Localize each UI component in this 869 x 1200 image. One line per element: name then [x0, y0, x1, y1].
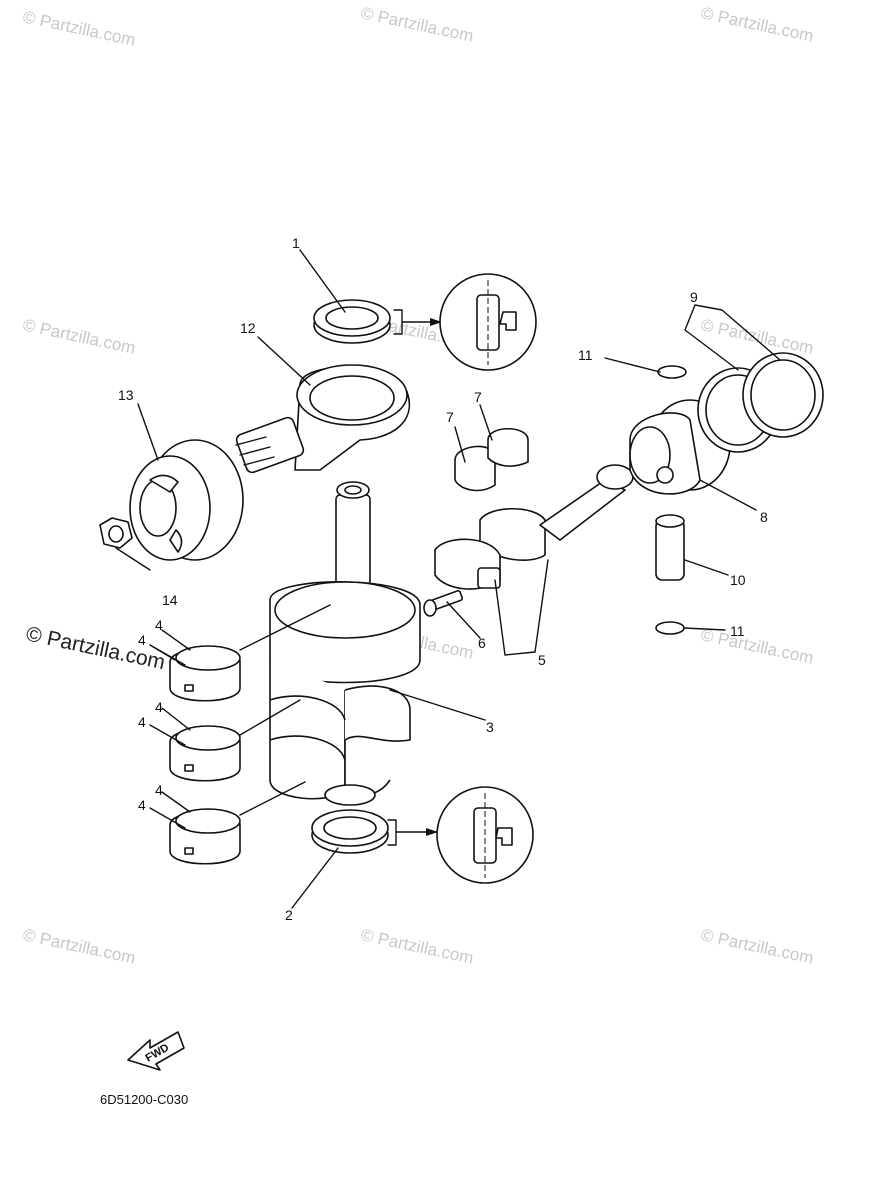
callout-3: 3 — [486, 719, 494, 735]
main-bearing-1 — [169, 645, 241, 702]
callout-14: 14 — [162, 592, 178, 608]
seal-detail-circle-upper — [439, 273, 537, 371]
seal-detail-circle-lower — [436, 786, 534, 884]
callout-9: 9 — [690, 289, 698, 305]
nut — [99, 517, 133, 549]
callout-11: 11 — [730, 623, 745, 639]
rod-bolt — [423, 589, 464, 617]
connecting-rod — [434, 464, 634, 590]
callout-6: 6 — [478, 635, 486, 651]
main-bearing-3 — [169, 808, 241, 865]
callout-4: 4 — [155, 617, 163, 633]
bearing-housing-lower — [129, 439, 244, 561]
callout-12: 12 — [240, 320, 256, 336]
callout-1: 1 — [292, 235, 300, 251]
watermark-prominent: © Partzilla.com — [24, 622, 167, 674]
callout-5: 5 — [538, 652, 546, 668]
watermark: © Partzilla.com — [359, 3, 475, 45]
callout-4: 4 — [155, 699, 163, 715]
callout-11: 11 — [578, 347, 593, 363]
callout-4: 4 — [138, 797, 146, 813]
callout-4: 4 — [155, 782, 163, 798]
callouts: 1 2 3 4 4 4 4 4 4 5 6 7 7 8 9 10 11 11 1… — [118, 235, 768, 923]
crankshaft — [269, 481, 421, 806]
watermark: © Partzilla.com — [699, 3, 815, 45]
watermark: © Partzilla.com — [699, 315, 815, 357]
callout-13: 13 — [118, 387, 134, 403]
callout-8: 8 — [760, 509, 768, 525]
piston-pin — [655, 514, 685, 581]
watermark: © Partzilla.com — [699, 925, 815, 967]
bearing-housing — [235, 364, 411, 474]
callout-4: 4 — [138, 632, 146, 648]
oil-seal-lower — [311, 809, 438, 854]
callout-4: 4 — [138, 714, 146, 730]
circlip-lower — [655, 621, 685, 635]
watermark: © Partzilla.com — [21, 315, 137, 357]
circlip-upper — [657, 365, 687, 379]
callout-2: 2 — [285, 907, 293, 923]
watermark: © Partzilla.com — [359, 925, 475, 967]
fwd-arrow-icon: FWD — [127, 1031, 185, 1071]
diagram-code: 6D51200-C030 — [100, 1092, 188, 1107]
watermark: © Partzilla.com — [21, 7, 137, 49]
leader-lines — [115, 249, 781, 909]
callout-7: 7 — [446, 409, 454, 425]
callout-10: 10 — [730, 572, 746, 588]
rod-bearing-upper — [454, 428, 529, 492]
watermark: © Partzilla.com — [21, 925, 137, 967]
watermark: © Partzilla.com — [699, 625, 815, 667]
main-bearing-2 — [169, 725, 241, 782]
oil-seal-upper — [313, 299, 442, 344]
piston-rings — [697, 352, 824, 453]
callout-7: 7 — [474, 389, 482, 405]
